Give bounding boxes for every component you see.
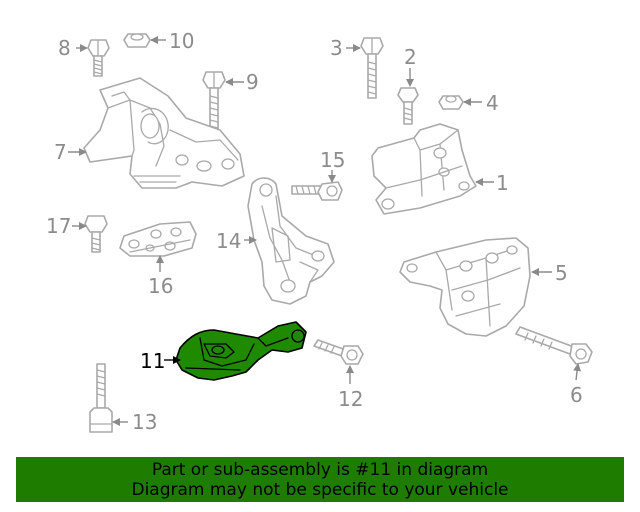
leader-lines <box>68 36 582 426</box>
callout-10[interactable]: 10 <box>169 29 194 53</box>
callout-14[interactable]: 14 <box>216 229 241 253</box>
part-4-nut[interactable] <box>438 95 464 110</box>
part-12-bolt[interactable] <box>313 339 364 365</box>
callout-16[interactable]: 16 <box>148 274 173 298</box>
callout-9[interactable]: 9 <box>246 70 259 94</box>
part-9-bolt[interactable] <box>202 71 226 133</box>
part-5-bracket[interactable] <box>399 237 531 337</box>
part-14-bracket[interactable] <box>247 177 335 305</box>
banner-line-2: Diagram may not be specific to your vehi… <box>131 480 509 500</box>
callout-3[interactable]: 3 <box>330 36 343 60</box>
part-1-mount[interactable] <box>371 123 477 215</box>
callout-11[interactable]: 11 <box>140 349 165 373</box>
part-15-bolt[interactable] <box>291 181 343 201</box>
part-10-nut[interactable] <box>123 33 151 48</box>
part-16-bracket[interactable] <box>119 221 197 257</box>
callout-1[interactable]: 1 <box>496 171 509 195</box>
part-6-bolt[interactable] <box>515 326 593 365</box>
callout-17[interactable]: 17 <box>46 214 71 238</box>
part-13-bolt[interactable] <box>89 363 113 433</box>
part-11-torque-strut[interactable] <box>175 321 307 381</box>
callout-12[interactable]: 12 <box>338 387 363 411</box>
banner-line-1: Part or sub-assembly is #11 in diagram <box>151 460 489 480</box>
callout-13[interactable]: 13 <box>132 410 157 434</box>
part-8-bolt[interactable] <box>87 39 110 77</box>
part-7-mount[interactable] <box>83 77 245 189</box>
callout-15[interactable]: 15 <box>320 148 345 172</box>
part-17-bolt[interactable] <box>84 215 108 253</box>
callout-5[interactable]: 5 <box>555 261 568 285</box>
callout-2[interactable]: 2 <box>404 45 417 69</box>
callout-4[interactable]: 4 <box>486 91 499 115</box>
part-2-bolt[interactable] <box>397 87 419 125</box>
callout-8[interactable]: 8 <box>58 36 71 60</box>
callout-labels: 8 10 9 7 3 2 4 1 15 17 16 14 5 6 12 13 1… <box>46 29 583 434</box>
callout-7[interactable]: 7 <box>54 140 67 164</box>
parts-diagram: 8 10 9 7 3 2 4 1 15 17 16 14 5 6 12 13 1… <box>46 29 593 434</box>
part-3-bolt[interactable] <box>360 37 384 99</box>
info-banner: Part or sub-assembly is #11 in diagram D… <box>16 457 624 502</box>
callout-6[interactable]: 6 <box>570 383 583 407</box>
